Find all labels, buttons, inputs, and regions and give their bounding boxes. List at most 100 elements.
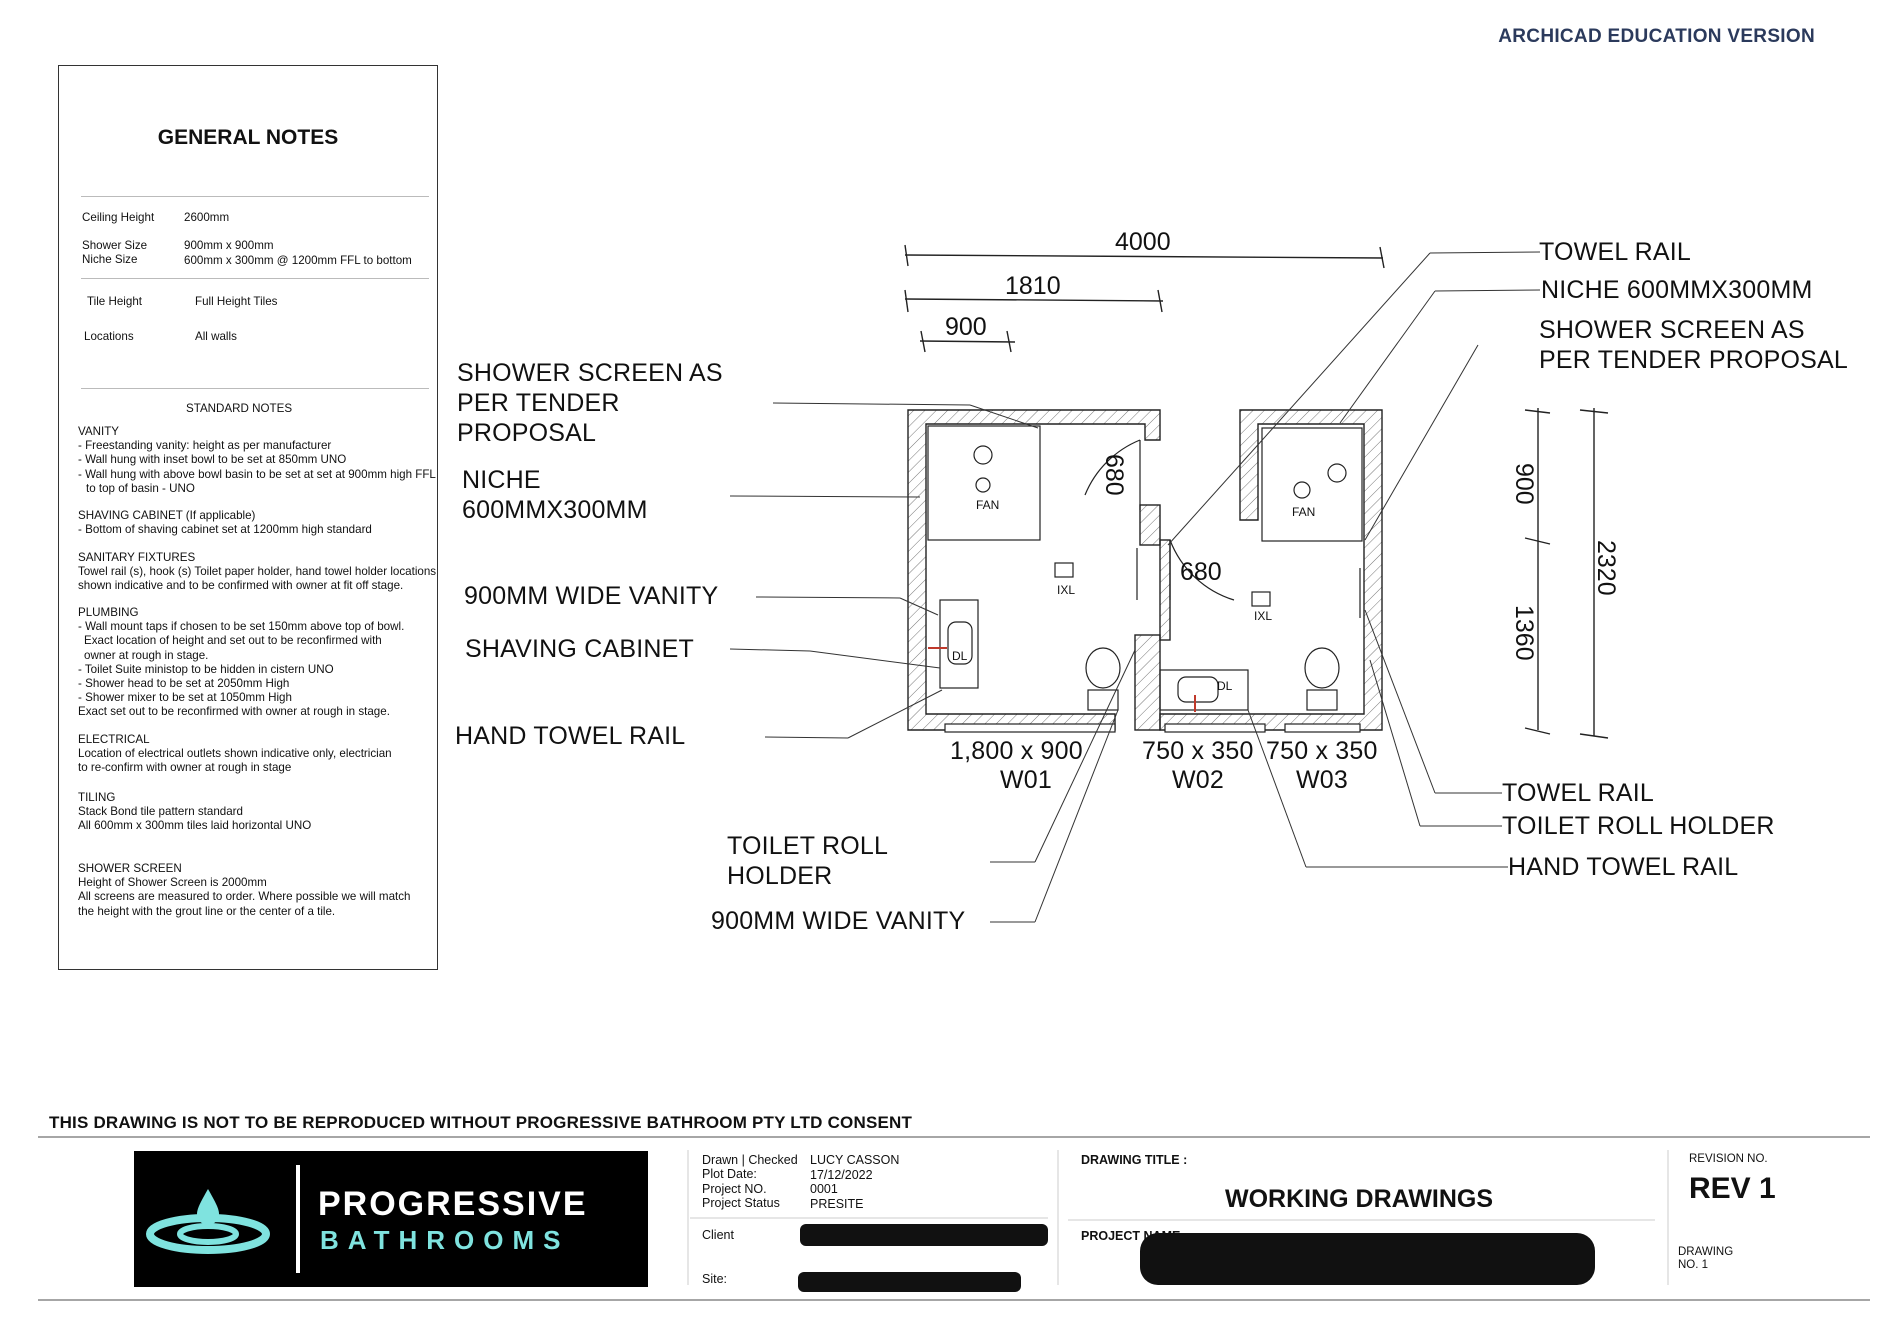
fan-label: FAN bbox=[976, 498, 1000, 512]
callout-line: PER TENDER bbox=[457, 389, 620, 417]
callout-shower-screen-right: SHOWER SCREEN AS PER TENDER PROPOSAL bbox=[1539, 315, 1848, 375]
client-redaction bbox=[800, 1224, 1048, 1246]
leader-niche-right bbox=[1339, 290, 1436, 424]
dim-line-4000 bbox=[904, 254, 1384, 259]
drawn-checked-value: LUCY CASSON bbox=[810, 1153, 900, 1167]
client-label: Client bbox=[702, 1228, 734, 1242]
ceiling-height-value: 2600mm bbox=[184, 211, 230, 224]
section-heading: ELECTRICAL bbox=[78, 733, 150, 746]
leader-shaving-left bbox=[729, 648, 811, 652]
site-redaction bbox=[798, 1272, 1021, 1292]
callout-toilet-roll-right: TOILET ROLL HOLDER bbox=[1502, 812, 1775, 840]
window-w01-size: 1,800 x 900 bbox=[950, 737, 1083, 765]
callout-hand-towel-right: HAND TOWEL RAIL bbox=[1508, 853, 1739, 881]
leader-vanity2-left bbox=[1034, 709, 1119, 923]
notes-section-vanity: VANITY - Freestanding vanity: height as … bbox=[78, 425, 436, 496]
leader-hand-towel-left bbox=[764, 736, 849, 739]
drawn-checked-label: Drawn | Checked bbox=[702, 1153, 798, 1167]
door-swing-1 bbox=[1084, 439, 1141, 496]
leader-niche-right bbox=[1434, 289, 1541, 292]
room-2-walls bbox=[1159, 409, 1383, 731]
notes-section-plumbing: PLUMBING - Wall mount taps if chosen to … bbox=[78, 606, 404, 720]
dim-v1360: 1360 bbox=[1510, 605, 1538, 661]
ixl-label-2: IXL bbox=[1254, 609, 1273, 623]
dim-tick bbox=[1524, 409, 1551, 414]
leader-shaving-left bbox=[809, 650, 941, 669]
window-w01 bbox=[944, 723, 1116, 733]
dim-tick bbox=[904, 289, 909, 313]
note-line: - Freestanding vanity: height as per man… bbox=[78, 439, 332, 453]
project-status-label: Project Status bbox=[702, 1196, 780, 1210]
dim-line-1810 bbox=[904, 298, 1164, 302]
dim-door-1: 680 bbox=[1100, 454, 1128, 496]
door-swing-2 bbox=[1169, 539, 1235, 601]
leader-hand-towel-right bbox=[1247, 709, 1307, 868]
project-name-redaction bbox=[1140, 1233, 1595, 1285]
note-line: to re-confirm with owner at rough in sta… bbox=[78, 761, 292, 775]
window-w02-code: W02 bbox=[1172, 766, 1225, 794]
basin-room-1 bbox=[947, 621, 973, 665]
note-line: - Wall hung with above bowl basin to be … bbox=[78, 467, 436, 481]
note-line: All 600mm x 300mm tiles laid horizontal … bbox=[78, 819, 312, 833]
section-heading: SHOWER SCREEN bbox=[78, 862, 182, 875]
dim-door-2: 680 bbox=[1180, 558, 1222, 586]
dim-v2320: 2320 bbox=[1592, 540, 1620, 596]
shower-size-label: Shower Size bbox=[82, 239, 148, 252]
dim-tick bbox=[1379, 246, 1385, 269]
toilet-room-2 bbox=[1304, 647, 1340, 689]
tile-height-value: Full Height Tiles bbox=[195, 295, 278, 308]
plot-date-value: 17/12/2022 bbox=[810, 1168, 873, 1182]
callout-vanity2-left: 900MM WIDE VANITY bbox=[711, 907, 966, 935]
basin-room-2 bbox=[1177, 676, 1219, 703]
cistern-room-2 bbox=[1306, 689, 1338, 711]
note-line: - Shower mixer to be set at 1050mm High bbox=[78, 691, 292, 705]
notes-divider bbox=[81, 278, 429, 279]
shower-rose bbox=[973, 445, 993, 465]
note-line: owner at rough in stage. bbox=[84, 648, 209, 662]
dim-4000: 4000 bbox=[1115, 228, 1171, 256]
toilet-room-1 bbox=[1085, 647, 1121, 689]
logo-wordmark-top: PROGRESSIVE bbox=[318, 1185, 588, 1223]
room-2-shower bbox=[1261, 427, 1363, 542]
callout-line: SHOWER SCREEN AS bbox=[457, 359, 723, 387]
notes-section-sanitary: SANITARY FIXTURES Towel rail (s), hook (… bbox=[78, 551, 436, 594]
section-heading: TILING bbox=[78, 791, 116, 804]
dim-tick bbox=[1006, 330, 1012, 353]
note-line: shown indicative and to be confirmed wit… bbox=[78, 579, 404, 593]
window-w03 bbox=[1284, 723, 1361, 733]
callout-line: PROPOSAL bbox=[457, 419, 597, 447]
callout-shaving-cabinet: SHAVING CABINET bbox=[465, 635, 694, 663]
callout-hand-towel-left: HAND TOWEL RAIL bbox=[455, 722, 686, 750]
revision-number: REV 1 bbox=[1689, 1172, 1776, 1205]
callout-niche-left: NICHE 600MMX300MM bbox=[462, 465, 648, 525]
note-line: Towel rail (s), hook (s) Toilet paper ho… bbox=[78, 565, 437, 579]
notes-section-shaving: SHAVING CABINET (If applicable) - Bottom… bbox=[78, 509, 372, 537]
room-1-wall-segment bbox=[1134, 634, 1161, 731]
leader-vanity-left bbox=[899, 597, 939, 616]
callout-line: PER TENDER PROPOSAL bbox=[1539, 346, 1848, 374]
dim-tick bbox=[1579, 733, 1609, 739]
note-line: - Toilet Suite ministop to be hidden in … bbox=[78, 662, 334, 676]
general-notes-title: GENERAL NOTES bbox=[157, 126, 339, 149]
room-1-door-jamb bbox=[1139, 504, 1161, 546]
drawing-no-value: NO. 1 bbox=[1678, 1259, 1709, 1271]
project-status-value: PRESITE bbox=[810, 1197, 864, 1211]
leader-hand-towel-left bbox=[847, 689, 943, 739]
dim-tick bbox=[920, 330, 926, 353]
cistern-room-1 bbox=[1087, 689, 1119, 711]
dim-tick bbox=[1524, 727, 1551, 735]
leader-toilet-roll-right bbox=[1369, 659, 1421, 827]
project-no-label: Project NO. bbox=[702, 1182, 767, 1196]
callout-line: SHOWER SCREEN AS bbox=[1539, 316, 1805, 344]
vanity-room-1 bbox=[939, 599, 979, 689]
window-w02 bbox=[1164, 723, 1266, 733]
vanity-room-2 bbox=[1159, 669, 1249, 711]
fan-symbol bbox=[975, 477, 991, 493]
shower-size-value: 900mm x 900mm bbox=[184, 239, 274, 252]
dim-900: 900 bbox=[945, 313, 987, 341]
notes-divider bbox=[81, 388, 429, 389]
shared-wall bbox=[1159, 539, 1171, 641]
section-heading: SANITARY FIXTURES bbox=[78, 551, 196, 564]
note-line: Exact location of height and set out to … bbox=[84, 634, 382, 648]
